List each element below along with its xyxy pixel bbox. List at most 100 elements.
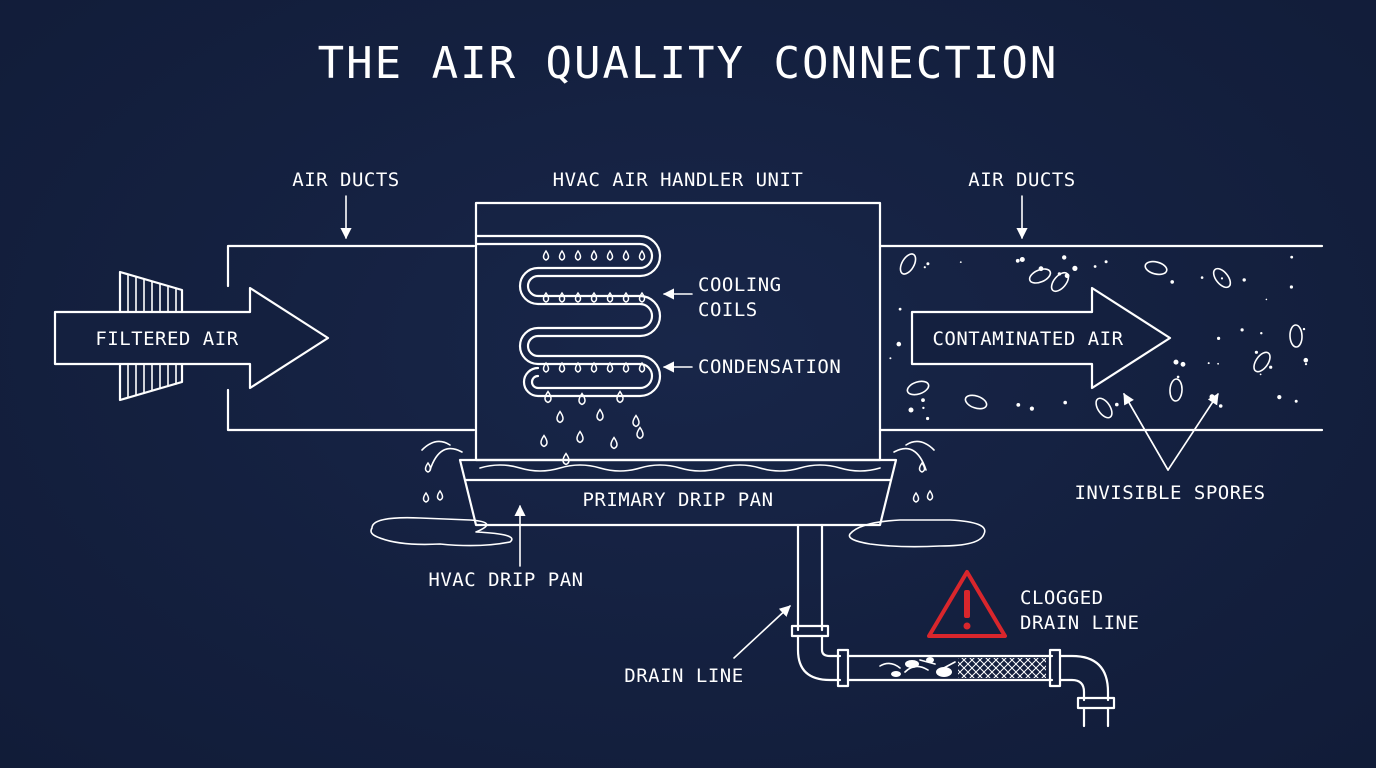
drain-line-pointer [733, 605, 791, 659]
droplet [422, 491, 430, 503]
droplet [544, 390, 552, 404]
droplet [912, 491, 920, 503]
spore-dot [1277, 395, 1282, 400]
contaminated-air-label: CONTAMINATED AIR [932, 328, 1123, 350]
left-air-duct [226, 244, 476, 432]
droplet [558, 361, 566, 373]
spore-dot [1269, 365, 1273, 369]
spore-dot [1072, 265, 1078, 271]
spore-dot [926, 262, 930, 266]
spore-dot [921, 398, 925, 402]
air-handler-label: HVAC AIR HANDLER UNIT [553, 169, 804, 191]
right-air-duct [878, 244, 1324, 432]
cooling-coils-label-line1: COOLING [698, 274, 782, 296]
droplet [562, 452, 570, 466]
spore-dot [1260, 332, 1263, 335]
spore-cell [1169, 378, 1183, 402]
droplet [424, 461, 432, 473]
droplet [540, 434, 548, 448]
spore-dot [1218, 404, 1223, 408]
spore-dot [1170, 280, 1174, 284]
spore-dot [1254, 350, 1258, 354]
drain-line-label: DRAIN LINE [624, 665, 743, 687]
droplet [926, 489, 934, 501]
droplet [558, 249, 566, 261]
spore-cell [899, 253, 917, 275]
spore-dot [1220, 277, 1224, 280]
droplet [558, 291, 566, 303]
spore-dot [1015, 258, 1020, 263]
spore-cell [964, 394, 988, 410]
air-ducts-left-label: AIR DUCTS [292, 169, 399, 191]
droplet [610, 436, 618, 450]
droplet [574, 249, 582, 261]
air-handler-unit [474, 201, 882, 462]
spore-dot [1176, 375, 1180, 379]
spore-dot [1104, 260, 1108, 264]
spore-dot [898, 307, 902, 311]
droplet [542, 361, 550, 373]
droplet [542, 291, 550, 303]
droplet [574, 291, 582, 303]
spore-cell [1095, 397, 1113, 419]
spore-cell [1028, 268, 1052, 284]
spore-dot [1265, 298, 1268, 301]
droplet [636, 426, 644, 440]
droplet [638, 249, 646, 261]
spore-dot [1217, 362, 1219, 365]
spore-dot [1093, 265, 1097, 268]
cooling-coils [474, 234, 662, 398]
spore-cell [1253, 351, 1271, 373]
spore-dot [1207, 362, 1210, 365]
airborne-spores [889, 253, 1309, 421]
overflow-splash-right [848, 440, 986, 548]
clogged-label-line1: CLOGGED [1020, 587, 1104, 609]
droplet [436, 489, 444, 501]
droplet [622, 291, 630, 303]
droplet [638, 361, 646, 373]
cooling-coils-label-line2: COILS [698, 299, 758, 321]
spore-dot [1259, 373, 1262, 376]
spore-dot [1016, 403, 1021, 407]
hvac-drip-pan-label: HVAC DRIP PAN [428, 569, 583, 591]
spore-cell [1144, 260, 1168, 276]
spore-dot [889, 357, 892, 360]
spore-dot [1290, 255, 1294, 259]
droplet [606, 249, 614, 261]
spore-dot [1115, 402, 1119, 407]
spore-dot [1294, 399, 1298, 403]
air-ducts-right-label: AIR DUCTS [968, 169, 1075, 191]
droplet [578, 392, 586, 406]
spore-dot [1062, 255, 1067, 260]
spore-dot [923, 266, 926, 269]
droplet [616, 390, 624, 404]
spore-dot [926, 416, 930, 421]
spore-dot [1180, 361, 1186, 367]
spore-dot [1303, 357, 1309, 363]
spore-dot [959, 261, 962, 263]
spore-dot [1240, 328, 1244, 332]
droplet [638, 291, 646, 303]
spore-dot [1209, 394, 1215, 400]
spore-cell [1050, 271, 1070, 293]
primary-drip-pan-label: PRIMARY DRIP PAN [582, 489, 773, 511]
clogged-label-line2: DRAIN LINE [1020, 612, 1139, 634]
warning-triangle-icon [927, 570, 1007, 638]
filtered-air-label: FILTERED AIR [95, 328, 238, 350]
spore-dot [1173, 359, 1179, 365]
droplet [590, 291, 598, 303]
spore-dot [1304, 363, 1308, 366]
drain-line-pipe [790, 523, 1116, 728]
spore-dot [908, 407, 914, 413]
primary-drip-pan [458, 458, 898, 527]
spore-cell [906, 380, 930, 396]
overflow-splash-left [370, 440, 513, 547]
droplet [542, 249, 550, 261]
spore-dot [1029, 406, 1034, 411]
spore-dot [1019, 257, 1025, 262]
spore-dot [922, 406, 925, 410]
droplet [606, 361, 614, 373]
condensation-label: CONDENSATION [698, 356, 841, 378]
spore-dot [1242, 278, 1246, 282]
